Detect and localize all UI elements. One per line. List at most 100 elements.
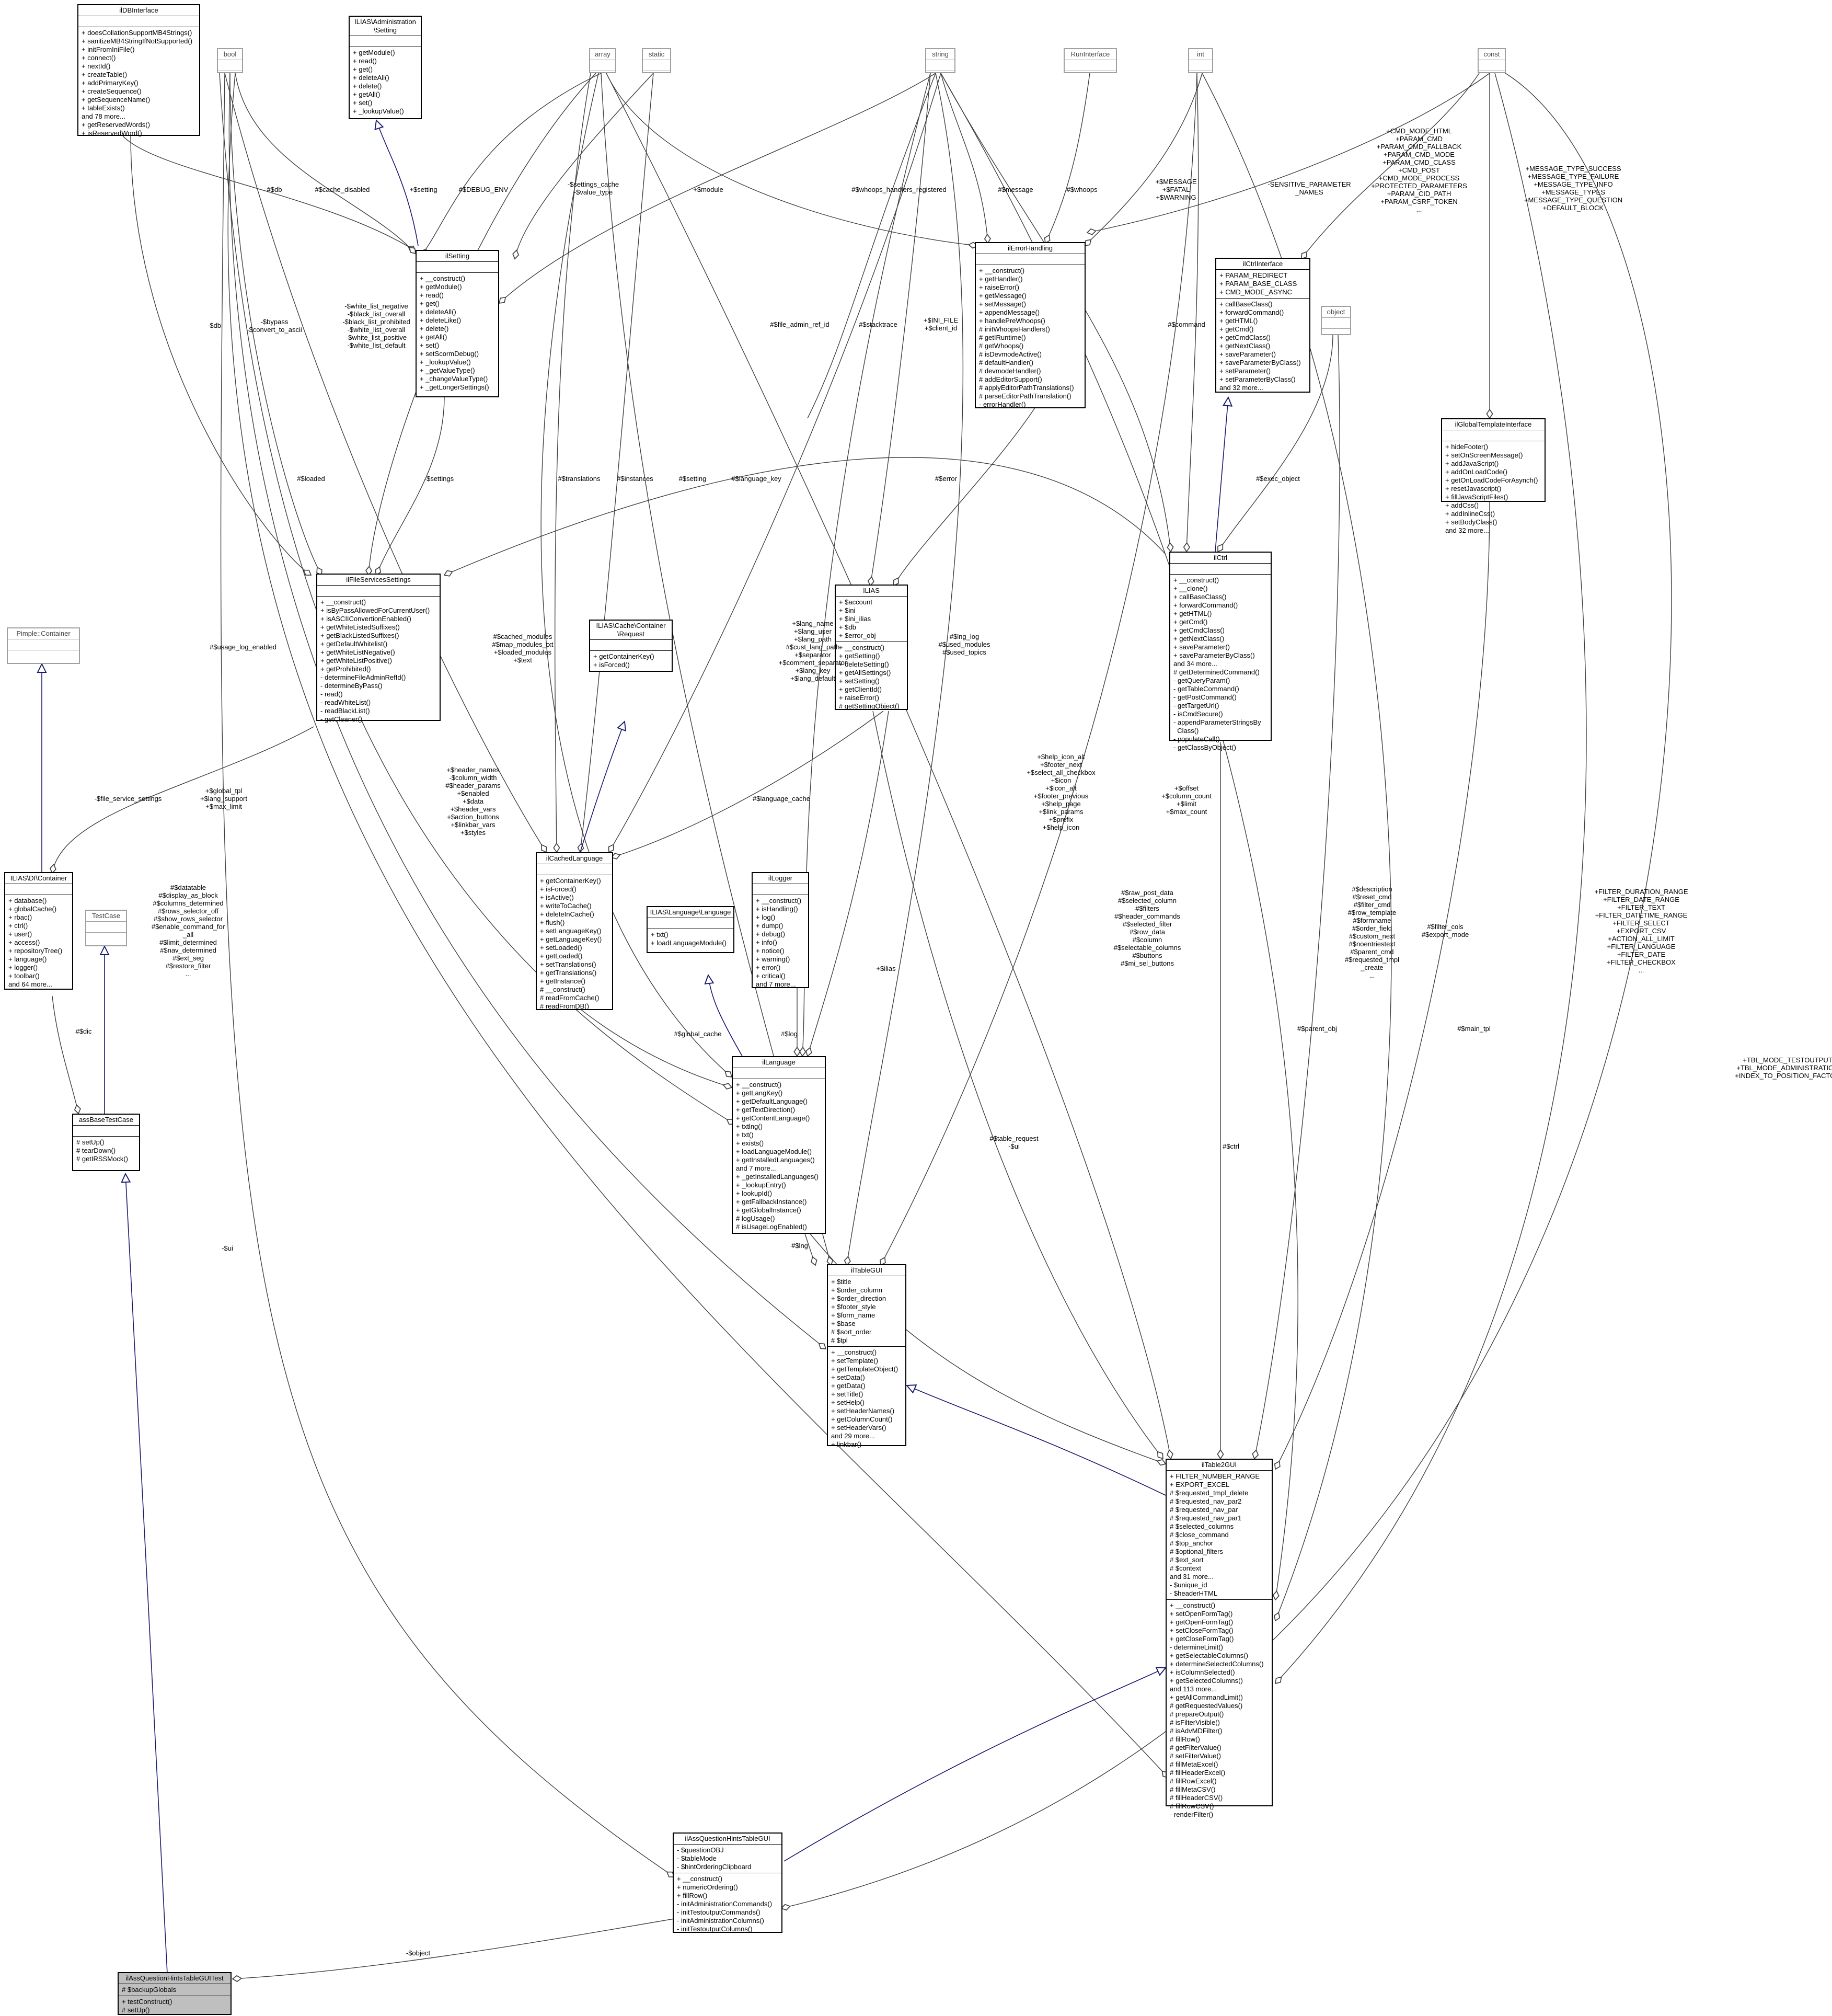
edge-bool-tablegui	[228, 73, 826, 1349]
class-methods	[1065, 71, 1116, 82]
edge-const-errorhandling	[1087, 73, 1490, 233]
class-ilias-di-container[interactable]: ILIAS\DI\Container + database() + global…	[4, 872, 73, 990]
class-attributes: + PARAM_REDIRECT + PARAM_BASE_CLASS + CM…	[1216, 270, 1309, 299]
class-methods: + __construct() + isByPassAllowedForCurr…	[320, 598, 430, 723]
class-const[interactable]: const	[1478, 48, 1506, 73]
class-iltable2gui[interactable]: ilTable2GUI + FILTER_NUMBER_RANGE + EXPO…	[1166, 1459, 1273, 1818]
edge-setting-fileservices	[376, 397, 445, 575]
edge-string-ilias	[870, 73, 931, 586]
class-title: string	[926, 49, 954, 60]
class-title: ilAssQuestionHintsTableGUI	[674, 1834, 781, 1845]
class-methods: + __construct() + getSetting() + deleteS…	[839, 644, 900, 710]
edge-object-table2gui	[1254, 334, 1340, 1459]
edge-array-language	[540, 73, 732, 1077]
edge-label: +$lang_name +$lang_user +$lang_path #$cu…	[778, 620, 847, 682]
edge-db2-fileservices	[130, 135, 311, 575]
edge-label: #$setting	[678, 475, 707, 483]
class-testcase[interactable]: TestCase	[85, 910, 127, 946]
class-attributes	[86, 922, 126, 933]
edge-run-errorhandling	[1045, 73, 1090, 243]
class-methods: # setUp() # tearDown() # getIRSSMock()	[76, 1138, 128, 1163]
edge-label: #$whoops_handlers_registered	[851, 186, 947, 193]
class-illanguage[interactable]: ilLanguage + __construct() + getLangKey(…	[732, 1056, 826, 1234]
class-ilias-administration-setting[interactable]: ILIAS\Administration \Setting + getModul…	[349, 16, 422, 119]
class-iltablegui[interactable]: ilTableGUI + $title + $order_column + $o…	[827, 1264, 906, 1448]
class-ilctrlinterface[interactable]: ilCtrlInterface + PARAM_REDIRECT + PARAM…	[1215, 258, 1310, 393]
class-runinterface[interactable]: RunInterface	[1064, 48, 1117, 73]
class-ilias[interactable]: ILIAS + $account + $ini + $ini_ilias + $…	[835, 585, 908, 710]
class-illogger[interactable]: ilLogger + __construct() + isHandling() …	[752, 872, 809, 988]
inherit-setting	[376, 120, 419, 246]
edge-errorhandling-ilias	[894, 407, 1035, 586]
class-attributes: + $account + $ini + $ini_ilias + $db + $…	[836, 597, 907, 642]
class-static[interactable]: static	[642, 48, 671, 73]
class-int[interactable]: int	[1188, 48, 1213, 73]
edge-fileservices-dicontainer	[52, 726, 314, 873]
class-attributes: # $backupGlobals	[119, 1984, 231, 1996]
edge-const-table2gui	[1275, 73, 1587, 1683]
class-methods: + __construct() + isHandling() + log() +…	[756, 897, 802, 988]
class-title: ilCachedLanguage	[537, 853, 612, 864]
class-ilassquestionhintstablegui[interactable]: ilAssQuestionHintsTableGUI - $questionOB…	[673, 1832, 782, 1933]
class-title: ilCtrlInterface	[1216, 259, 1309, 270]
class-attributes	[537, 864, 612, 875]
class-attributes: - $questionOBJ - $tableMode - $hintOrder…	[674, 1845, 781, 1873]
class-methods	[218, 71, 242, 82]
edge-bool-fileservices	[229, 73, 321, 575]
edge-label: #$error	[935, 475, 957, 483]
class-title: ilTable2GUI	[1167, 1460, 1272, 1471]
class-methods: + getContainerKey() + isForced()	[593, 652, 654, 669]
class-methods	[1479, 71, 1505, 82]
class-methods: + database() + globalCache() + rbac() + …	[8, 897, 63, 988]
edge-label: #$log	[781, 1030, 798, 1038]
edge-label: #$lng	[791, 1242, 808, 1250]
class-assbasetestcase[interactable]: assBaseTestCase # setUp() # tearDown() #…	[72, 1114, 140, 1171]
edge-label: #$loaded	[297, 475, 325, 483]
class-ilfileservicessettings[interactable]: ilFileServicesSettings + __construct() +…	[316, 574, 441, 723]
class-pimple-container[interactable]: Pimple::Container	[7, 627, 80, 664]
class-object[interactable]: object	[1321, 306, 1351, 335]
class-ilctrl[interactable]: ilCtrl + __construct() + __clone() + cal…	[1169, 552, 1272, 751]
edge-string-stacktrace	[807, 73, 936, 419]
edge-array-table2gui	[606, 73, 1171, 1459]
class-bool[interactable]: bool	[217, 48, 243, 73]
class-attributes	[1442, 430, 1545, 441]
class-ilsetting[interactable]: ilSetting + __construct() + getModule() …	[416, 250, 499, 397]
edge-label: #$cache_disabled	[315, 186, 370, 193]
edge-label: +MESSAGE_TYPE_SUCCESS +MESSAGE_TYPE_FAIL…	[1524, 165, 1623, 212]
class-title: ilFileServicesSettings	[317, 575, 440, 586]
edge-label: #$file_admin_ref_id	[770, 320, 829, 328]
edge-cachedlang-language	[580, 1009, 732, 1087]
edge-ui-hintstablegui	[220, 73, 674, 1877]
class-title: ILIAS	[836, 586, 907, 597]
class-ilassquestionhintstableguitest[interactable]: ilAssQuestionHintsTableGUITest # $backup…	[118, 1972, 232, 2015]
edge-label: +$INI_FILE +$client_id	[923, 316, 959, 332]
class-methods: + __construct() + setOpenFormTag() + get…	[1170, 1601, 1264, 1818]
class-ilias-language-language[interactable]: ILIAS\Language\Language + txt() + loadLa…	[647, 906, 734, 953]
edge-globaltpl-table2gui	[1275, 501, 1490, 1469]
class-ilcachedlanguage[interactable]: ilCachedLanguage + getContainerKey() + i…	[536, 852, 613, 1010]
edge-label: #$command	[1168, 320, 1205, 328]
class-methods: + getContainerKey() + isForced() + isAct…	[540, 877, 602, 1010]
class-methods	[643, 71, 670, 82]
edge-label: #$ctrl	[1223, 1142, 1239, 1150]
class-attributes	[350, 36, 421, 47]
class-methods	[1322, 329, 1350, 339]
class-title: const	[1479, 49, 1505, 60]
class-ilglobaltemplateinterface[interactable]: ilGlobalTemplateInterface + hideFooter()…	[1441, 418, 1546, 534]
edge-label: #$raw_post_data #$selected_column #$filt…	[1113, 889, 1181, 967]
class-string[interactable]: string	[925, 48, 955, 73]
class-array[interactable]: array	[589, 48, 616, 73]
class-ilerrorhandling[interactable]: ilErrorHandling + __construct() + getHan…	[975, 242, 1086, 408]
edge-bool-cachedlang	[224, 73, 546, 852]
class-ildbinterface[interactable]: ilDBInterface + doesCollationSupportMB4S…	[77, 4, 200, 137]
edge-label: +$help_icon_alt +$footer_next +$select_a…	[1027, 753, 1096, 831]
edge-string-ctrl	[940, 73, 1171, 552]
edge-label: -$bypass -$convert_to_ascii	[247, 318, 302, 334]
class-attributes	[317, 586, 440, 597]
edge-label: -$file_service_settings	[94, 795, 162, 803]
class-ilias-cache-request[interactable]: ILIAS\Cache\Container \Request + getCont…	[589, 620, 673, 672]
edge-label: #$whoops	[1066, 186, 1098, 193]
edge-int-errorhandling	[1085, 73, 1203, 246]
